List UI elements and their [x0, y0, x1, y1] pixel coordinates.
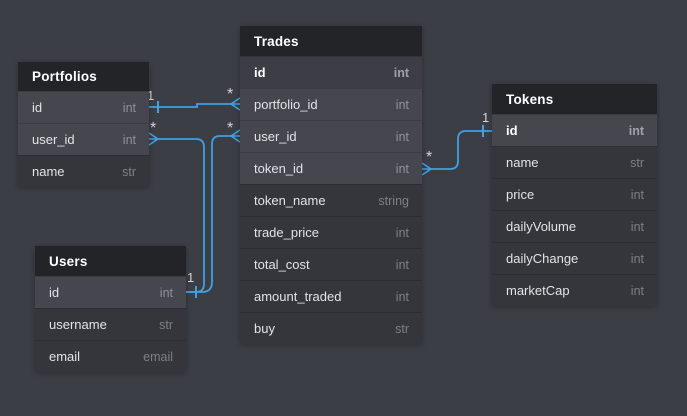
field-type: email — [143, 349, 173, 364]
field-name: user_id — [254, 129, 297, 144]
field-name: name — [32, 164, 65, 179]
field-name: user_id — [32, 132, 75, 147]
field-type: int — [395, 97, 409, 112]
field-row-username[interactable]: username str — [35, 308, 186, 340]
table-body: id int user_id int name str — [18, 91, 149, 187]
field-name: total_cost — [254, 257, 310, 272]
field-row-total_cost[interactable]: total_cost int — [240, 248, 422, 280]
field-row-portfolio_id[interactable]: portfolio_id int — [240, 88, 422, 120]
cardinality-label-many: * — [150, 120, 157, 137]
field-type: int — [628, 123, 644, 138]
table-title: Trades — [254, 33, 299, 49]
field-type: string — [378, 193, 409, 208]
field-row-marketCap[interactable]: marketCap int — [492, 274, 657, 306]
field-type: int — [630, 187, 644, 202]
cardinality-label-one: 1 — [482, 110, 490, 125]
field-name: marketCap — [506, 283, 570, 298]
table-portfolios[interactable]: Portfolios id int user_id int name str — [18, 62, 149, 187]
table-header[interactable]: Trades — [240, 26, 422, 56]
table-title: Tokens — [506, 91, 554, 107]
cardinality-label-many: * — [227, 86, 234, 103]
field-type: int — [395, 129, 409, 144]
field-name: trade_price — [254, 225, 320, 240]
field-type: str — [395, 321, 409, 336]
field-row-token_name[interactable]: token_name string — [240, 184, 422, 216]
cardinality-label-one: 1 — [147, 88, 155, 103]
cardinality-label-many: * — [227, 120, 234, 137]
field-name: buy — [254, 321, 275, 336]
field-name: amount_traded — [254, 289, 342, 304]
field-type: int — [393, 65, 409, 80]
field-row-dailyVolume[interactable]: dailyVolume int — [492, 210, 657, 242]
field-name: price — [506, 187, 535, 202]
field-type: int — [395, 257, 409, 272]
field-name: id — [506, 123, 518, 138]
field-name: username — [49, 317, 107, 332]
field-row-token_id[interactable]: token_id int — [240, 152, 422, 184]
field-type: str — [122, 164, 136, 179]
field-name: email — [49, 349, 81, 364]
cardinality-label-one: 1 — [187, 270, 195, 285]
field-name: id — [32, 100, 43, 115]
relationship-portfolios-trades[interactable] — [149, 97, 241, 113]
table-title: Portfolios — [32, 69, 97, 84]
field-type: int — [395, 161, 409, 176]
field-type: int — [122, 100, 136, 115]
field-type: int — [630, 283, 644, 298]
field-row-user_id[interactable]: user_id int — [240, 120, 422, 152]
field-type: str — [630, 155, 644, 170]
field-row-id[interactable]: id int — [35, 276, 186, 308]
field-name: token_name — [254, 193, 326, 208]
cardinality-label-many: * — [426, 149, 433, 166]
table-body: id int username str email email — [35, 276, 186, 372]
field-name: name — [506, 155, 539, 170]
field-name: id — [49, 285, 60, 300]
table-header[interactable]: Users — [35, 246, 186, 276]
field-type: int — [159, 285, 173, 300]
field-row-buy[interactable]: buy str — [240, 312, 422, 344]
field-type: int — [630, 251, 644, 266]
field-name: id — [254, 65, 266, 80]
table-header[interactable]: Portfolios — [18, 62, 149, 91]
field-name: dailyChange — [506, 251, 579, 266]
field-type: str — [159, 317, 173, 332]
field-row-trade_price[interactable]: trade_price int — [240, 216, 422, 248]
field-type: int — [630, 219, 644, 234]
field-row-name[interactable]: name str — [492, 146, 657, 178]
field-name: token_id — [254, 161, 304, 176]
field-row-user_id[interactable]: user_id int — [18, 123, 149, 155]
field-name: portfolio_id — [254, 97, 318, 112]
field-row-id[interactable]: id int — [18, 91, 149, 123]
field-row-price[interactable]: price int — [492, 178, 657, 210]
table-users[interactable]: Users id int username str email email — [35, 246, 186, 372]
field-row-id[interactable]: id int — [240, 56, 422, 88]
field-row-amount_traded[interactable]: amount_traded int — [240, 280, 422, 312]
table-tokens[interactable]: Tokens id int name str price int dailyVolume in… — [492, 84, 657, 306]
table-header[interactable]: Tokens — [492, 84, 657, 114]
field-name: dailyVolume — [506, 219, 577, 234]
table-title: Users — [49, 253, 88, 269]
field-row-id[interactable]: id int — [492, 114, 657, 146]
field-row-email[interactable]: email email — [35, 340, 186, 372]
field-row-name[interactable]: name str — [18, 155, 149, 187]
field-type: int — [122, 132, 136, 147]
relationship-trades-tokens[interactable] — [421, 125, 492, 176]
relationship-trades-users[interactable] — [186, 129, 241, 293]
field-type: int — [395, 289, 409, 304]
field-row-dailyChange[interactable]: dailyChange int — [492, 242, 657, 274]
field-type: int — [395, 225, 409, 240]
